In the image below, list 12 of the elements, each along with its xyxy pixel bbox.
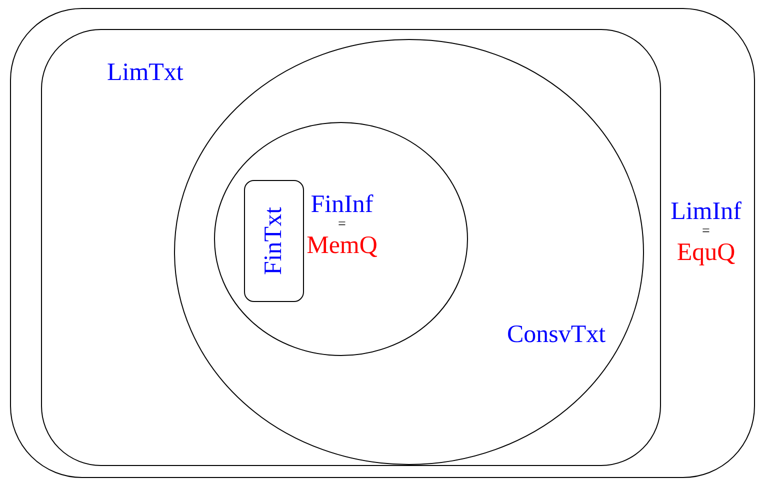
set-label: EquQ [676, 240, 736, 266]
set-label: LimTxt [107, 60, 184, 86]
set-label: MemQ [306, 232, 378, 260]
rounded-box [10, 8, 755, 478]
set-label: FinInf [310, 192, 374, 218]
equals-sign: = [338, 218, 346, 233]
rounded-box [244, 180, 304, 302]
rounded-box [41, 29, 661, 466]
equals-sign: = [702, 225, 710, 240]
set-label: ConsvTxt [507, 322, 606, 348]
set-label: FinTxt [260, 206, 288, 276]
set-label: LimInf [670, 199, 742, 226]
